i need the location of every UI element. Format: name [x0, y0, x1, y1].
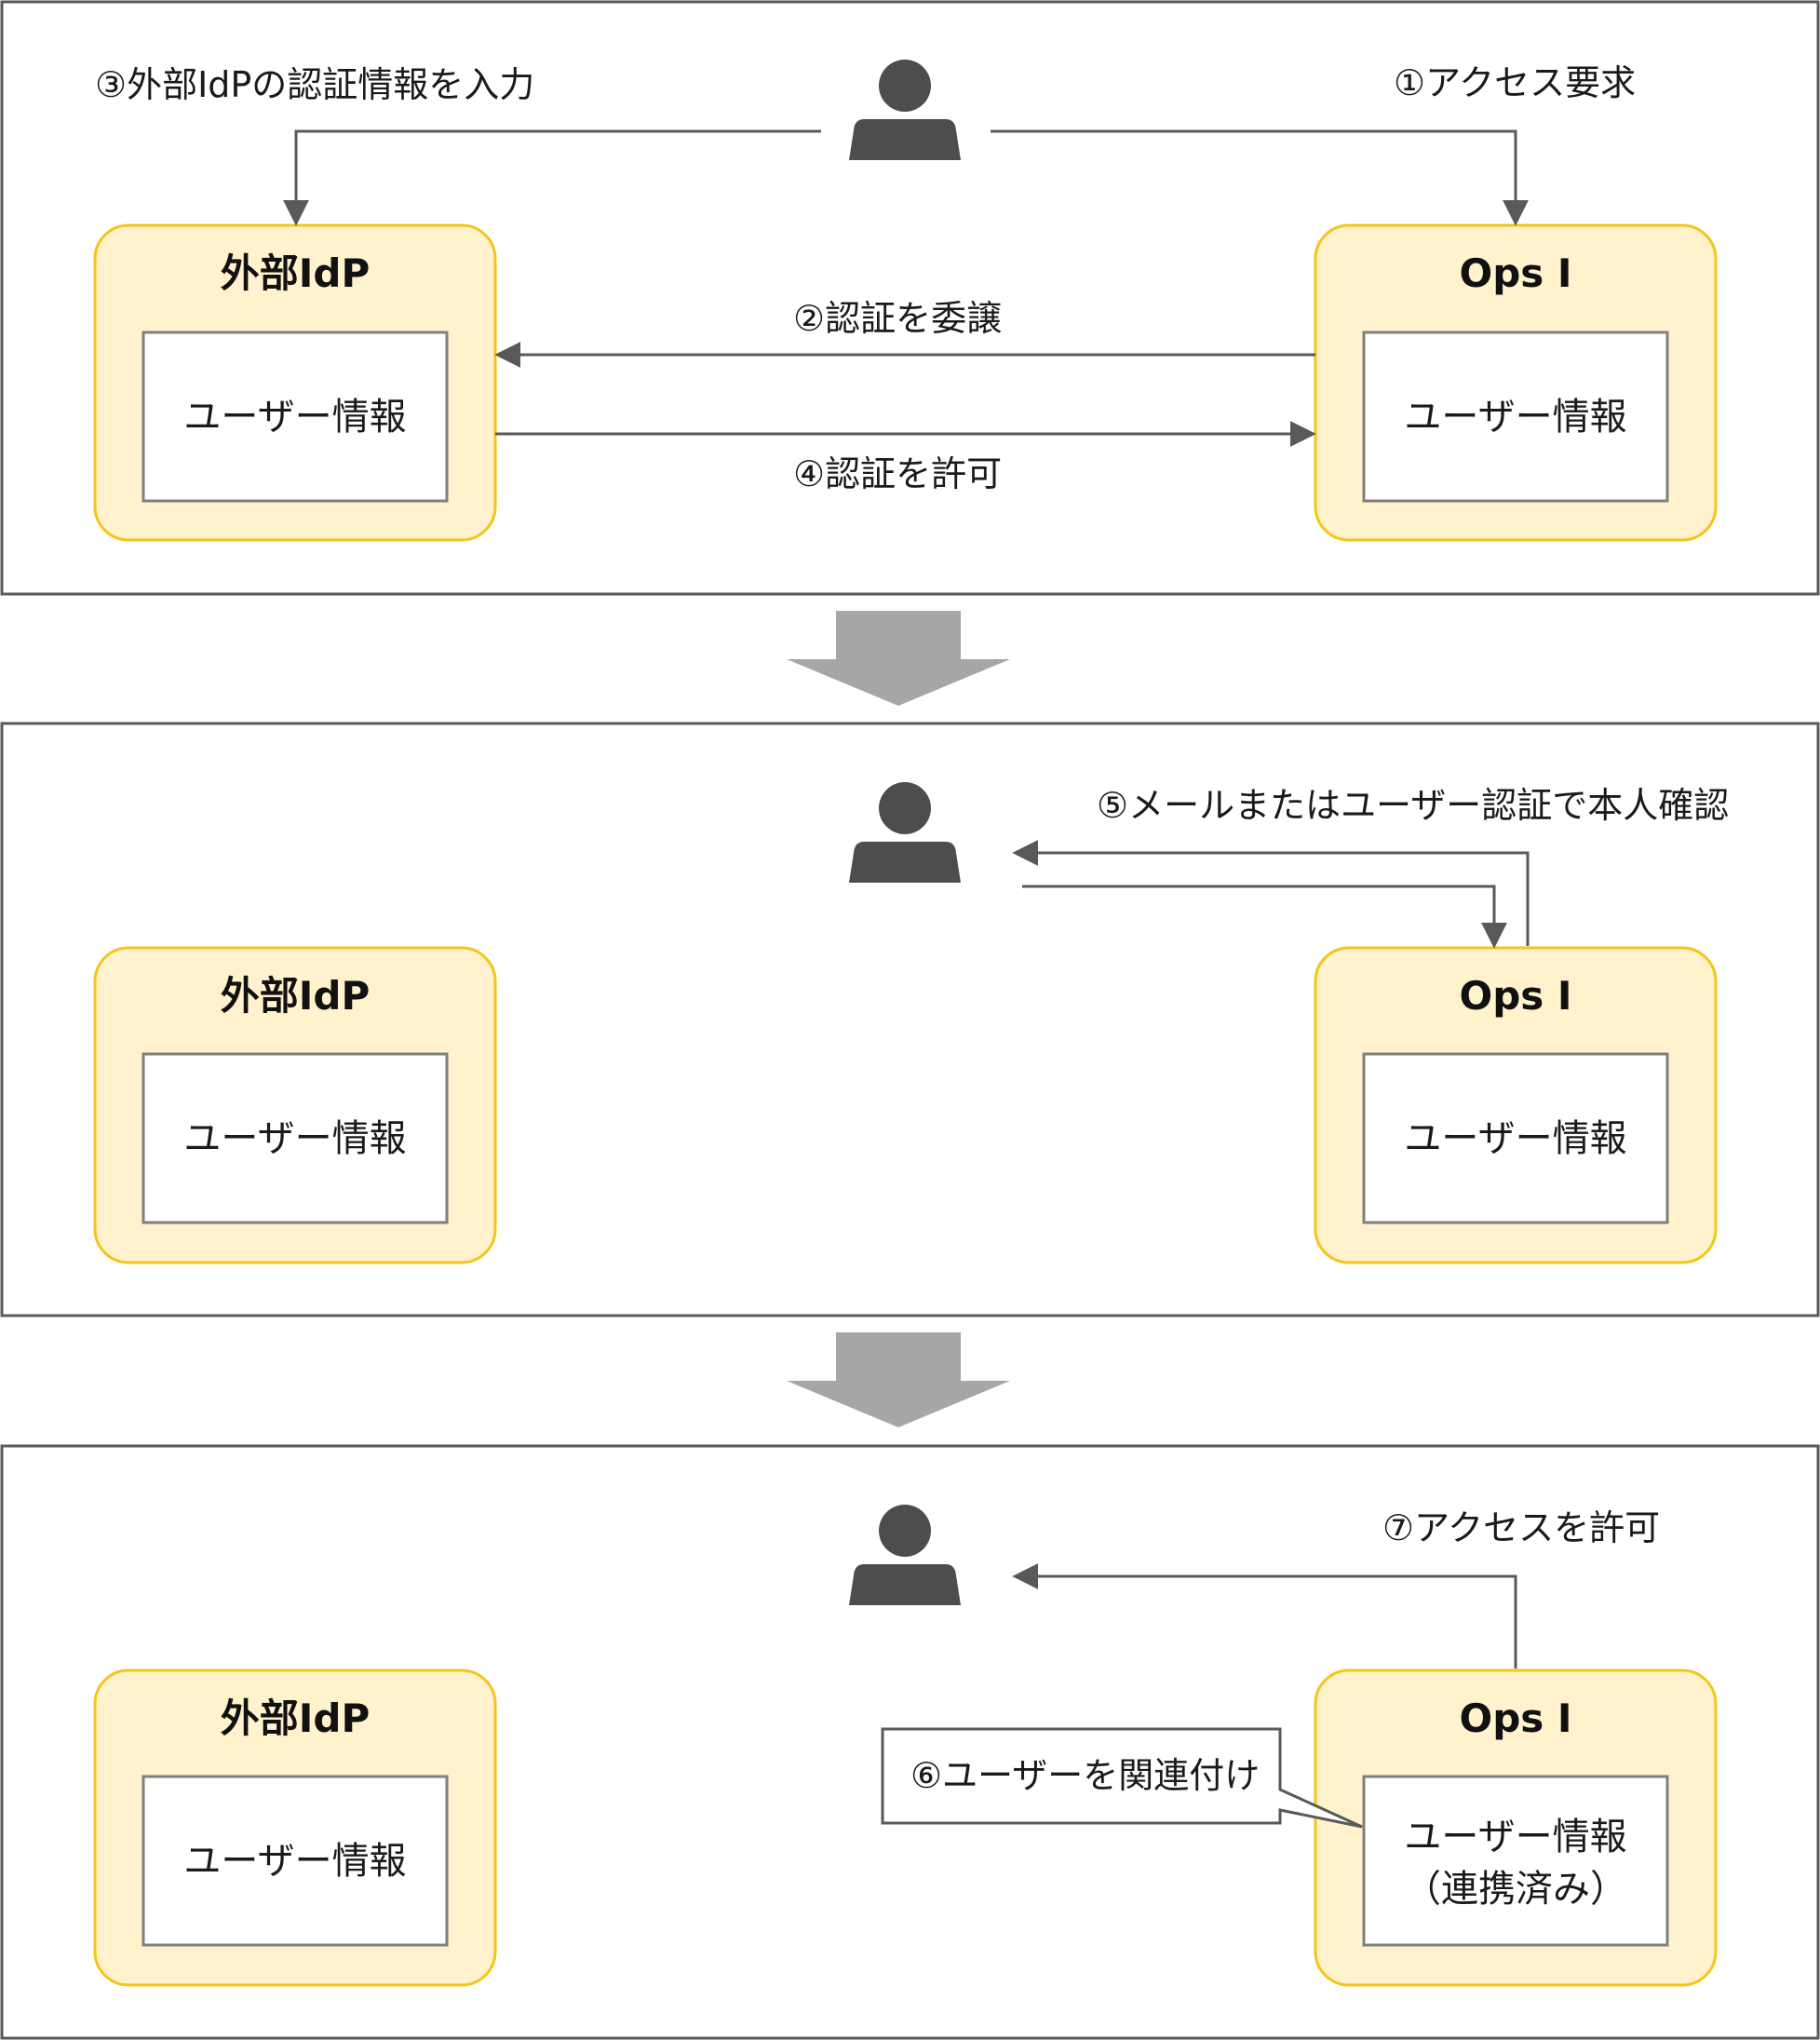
ops-user-info-label: ユーザー情報 [1404, 1117, 1626, 1160]
edge-step1-to-ops [991, 129, 1529, 226]
idp-user-info-box [142, 331, 449, 503]
ops-user-info-box [1362, 1775, 1669, 1947]
edge-step5-to-ops [1022, 885, 1507, 949]
edge-step7-to-user [1012, 1563, 1517, 1668]
external-idp-node: 外部IdP ユーザー情報 [93, 1668, 497, 1987]
panel-1: 外部IdP ユーザー情報 Ops I ユーザー情報 ③外部IdPの認証情報を入力… [0, 0, 1820, 596]
edge-step3-to-idp [283, 129, 821, 226]
panel-3: 外部IdP ユーザー情報 Ops I ユーザー情報 （連携済み） ⑥ユーザーを関… [0, 1444, 1820, 2040]
ops-user-info-box [1362, 331, 1669, 503]
label-step4: ④認証を許可 [793, 453, 1002, 494]
ops-i-node: Ops I ユーザー情報 [1314, 946, 1718, 1264]
callout-step6 [881, 1727, 1363, 1829]
external-idp-node: 外部IdP ユーザー情報 [93, 946, 497, 1264]
idp-user-info-box [142, 1052, 449, 1224]
external-idp-title: 外部IdP [221, 1695, 370, 1741]
ops-user-info-linked-label: （連携済み） [1404, 1868, 1627, 1911]
ops-i-node: Ops I ユーザー情報 （連携済み） [1314, 1668, 1718, 1987]
idp-user-info-label: ユーザー情報 [183, 1117, 406, 1160]
external-idp-title: 外部IdP [221, 973, 370, 1019]
ops-user-info-label: ユーザー情報 [1404, 396, 1626, 439]
ops-i-title: Ops I [1459, 1695, 1571, 1741]
ops-user-info-box [1362, 1052, 1669, 1224]
down-arrow-icon [787, 611, 1010, 706]
idp-user-info-box [142, 1775, 449, 1947]
external-idp-title: 外部IdP [221, 250, 370, 296]
label-step3: ③外部IdPの認証情報を入力 [95, 64, 534, 105]
person-icon [849, 60, 961, 160]
ops-i-title: Ops I [1459, 250, 1571, 296]
ops-user-info-label: ユーザー情報 [1404, 1816, 1626, 1858]
label-step1: ①アクセス要求 [1394, 62, 1636, 103]
down-arrow-icon [787, 1332, 1010, 1427]
panel-2: 外部IdP ユーザー情報 Ops I ユーザー情報 ⑤メールまたはユーザー認証で… [0, 722, 1820, 1317]
external-idp-node: 外部IdP ユーザー情報 [93, 223, 497, 542]
label-step6: ⑥ユーザーを関連付け [910, 1755, 1260, 1796]
label-step5: ⑤メールまたはユーザー認証で本人確認 [1097, 785, 1729, 826]
person-icon [849, 782, 961, 883]
label-step2: ②認証を委譲 [793, 298, 1002, 339]
ops-i-node: Ops I ユーザー情報 [1314, 223, 1718, 542]
ops-i-title: Ops I [1459, 973, 1571, 1019]
idp-user-info-label: ユーザー情報 [183, 1840, 406, 1883]
idp-user-info-label: ユーザー情報 [183, 396, 406, 439]
person-icon [849, 1505, 961, 1605]
edge-step5-to-user [1012, 840, 1530, 946]
label-step7: ⑦アクセスを許可 [1382, 1507, 1660, 1548]
